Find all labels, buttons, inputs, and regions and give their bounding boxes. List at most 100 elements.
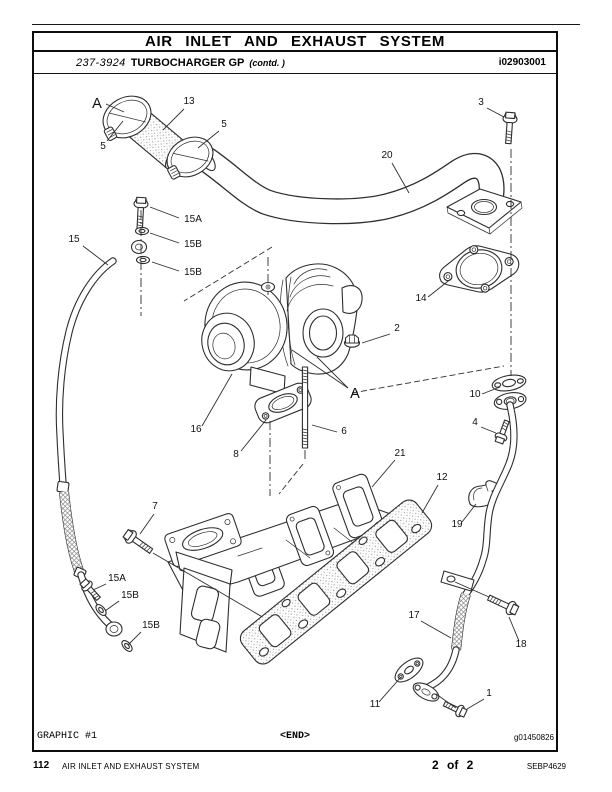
callout-15: 15 xyxy=(68,234,80,245)
callout-13: 13 xyxy=(183,96,195,107)
bolt-18-insertion-line xyxy=(454,581,490,598)
callout-10: 10 xyxy=(469,389,481,400)
gasket-8 xyxy=(254,382,312,424)
drain-tube-flange xyxy=(493,392,527,410)
hose-clamp-rear xyxy=(102,95,152,141)
turbocharger-16 xyxy=(201,263,363,395)
pipe-flange xyxy=(446,188,523,235)
callout-15B: 15B xyxy=(142,620,160,631)
oil-drain-tube-17 xyxy=(412,401,518,702)
leader-line-A xyxy=(105,103,125,113)
leader-line-13 xyxy=(162,108,185,131)
washer-15b-top-2 xyxy=(135,255,151,265)
footer-publication-code: SEBP4629 xyxy=(526,762,566,771)
callout-20: 20 xyxy=(381,150,393,161)
callout-15B: 15B xyxy=(121,590,139,601)
leader-line-20 xyxy=(391,162,410,194)
callout-5: 5 xyxy=(100,141,106,152)
leader-line-15B xyxy=(104,600,120,612)
leader-line-4 xyxy=(480,426,497,434)
callout-layer: A5135203141515A15B15B2A1686211210419715A… xyxy=(68,96,527,710)
subheader-row: 237-3924 TURBOCHARGER GP (contd. ) i0290… xyxy=(34,52,556,74)
leader-line-5 xyxy=(106,120,124,142)
callout-8: 8 xyxy=(233,449,239,460)
callout-3: 3 xyxy=(478,97,484,108)
media-code: i02903001 xyxy=(498,57,546,68)
footer-page-number: 112 xyxy=(33,760,50,771)
callout-7: 7 xyxy=(152,501,158,512)
footer-sheet-count: 2 of 2 xyxy=(432,758,474,772)
bolt-18 xyxy=(485,590,521,618)
leader-line-16 xyxy=(201,373,233,427)
turbo-mount-pad xyxy=(164,513,242,567)
leader-line-15B xyxy=(151,261,180,272)
oil-supply-line-15 xyxy=(55,239,148,637)
callout-5: 5 xyxy=(221,119,227,130)
leader-line-15 xyxy=(82,245,109,266)
callout-4: 4 xyxy=(472,417,478,428)
stud-6 xyxy=(301,366,309,449)
leader-line-15B xyxy=(127,631,142,646)
banjo-eye-bottom xyxy=(105,621,123,637)
end-marker: <END> xyxy=(279,731,310,742)
leader-line-15B xyxy=(149,232,180,244)
exhaust-manifold-21 xyxy=(164,473,397,653)
group-heading: 237-3924 TURBOCHARGER GP (contd. ) xyxy=(76,57,285,69)
callout-2: 2 xyxy=(394,323,400,334)
hose-clamp-front xyxy=(166,136,214,180)
leader-line-10 xyxy=(481,386,501,395)
leader-line-A xyxy=(316,356,349,389)
graphic-label: GRAPHIC #1 xyxy=(37,731,98,742)
air-pipe-20 xyxy=(196,146,505,225)
drain-gasket-11 xyxy=(394,657,424,683)
bolt-7 xyxy=(121,526,156,558)
callout-6: 6 xyxy=(341,426,347,437)
page-title: AIR INLET AND EXHAUST SYSTEM xyxy=(34,33,556,52)
graphic-id: g01450826 xyxy=(513,733,554,742)
bolt-1-insertion-line xyxy=(435,693,457,709)
bolt-15a-top xyxy=(132,196,149,230)
center-lines xyxy=(140,149,512,496)
content-frame: AIR INLET AND EXHAUST SYSTEM 237-3924 TU… xyxy=(32,31,558,752)
part-number: 237-3924 xyxy=(76,56,126,69)
callout-15A: 15A xyxy=(108,573,126,584)
leader-line-18 xyxy=(508,616,520,642)
drain-gasket-10 xyxy=(491,374,527,392)
top-rule xyxy=(32,24,580,25)
callout-19: 19 xyxy=(451,519,463,530)
graphic-bar: GRAPHIC #1 <END> g01450826 xyxy=(34,724,556,748)
callout-18: 18 xyxy=(515,639,527,650)
callout-A: A xyxy=(92,96,102,112)
banjo-fitting-top xyxy=(130,239,148,255)
washer-15b-top-1 xyxy=(134,226,150,236)
callout-21: 21 xyxy=(394,448,406,459)
leader-line-15A xyxy=(92,583,107,591)
callout-15A: 15A xyxy=(184,214,202,225)
leader-line-A xyxy=(291,349,349,389)
callout-A: A xyxy=(350,386,360,402)
leader-line-2 xyxy=(361,333,391,344)
leader-line-8 xyxy=(240,419,267,452)
leader-line-17 xyxy=(420,620,452,639)
leader-line-21 xyxy=(371,459,396,488)
callout-12: 12 xyxy=(436,472,448,483)
manifold-gasket-12 xyxy=(239,499,433,665)
leader-line-5 xyxy=(197,130,220,149)
page-footer: 112 AIR INLET AND EXHAUST SYSTEM 2 of 2 … xyxy=(32,758,566,774)
callout-14: 14 xyxy=(415,293,427,304)
callout-15B: 15B xyxy=(184,267,202,278)
leader-line-19 xyxy=(461,503,477,523)
leader-line-11 xyxy=(378,676,402,703)
exploded-diagram: A5135203141515A15B15B2A1686211210419715A… xyxy=(55,95,527,720)
gasket-14 xyxy=(439,245,520,293)
leader-line-3 xyxy=(486,107,505,118)
callout-15B: 15B xyxy=(184,239,202,250)
leader-line-14 xyxy=(427,277,453,298)
nut-2 xyxy=(343,334,361,348)
drain-end-flange xyxy=(412,682,440,702)
callout-17: 17 xyxy=(408,610,420,621)
leader-line-7 xyxy=(139,513,155,535)
leader-line-6 xyxy=(311,424,338,433)
contd-note: (contd. ) xyxy=(249,57,285,68)
